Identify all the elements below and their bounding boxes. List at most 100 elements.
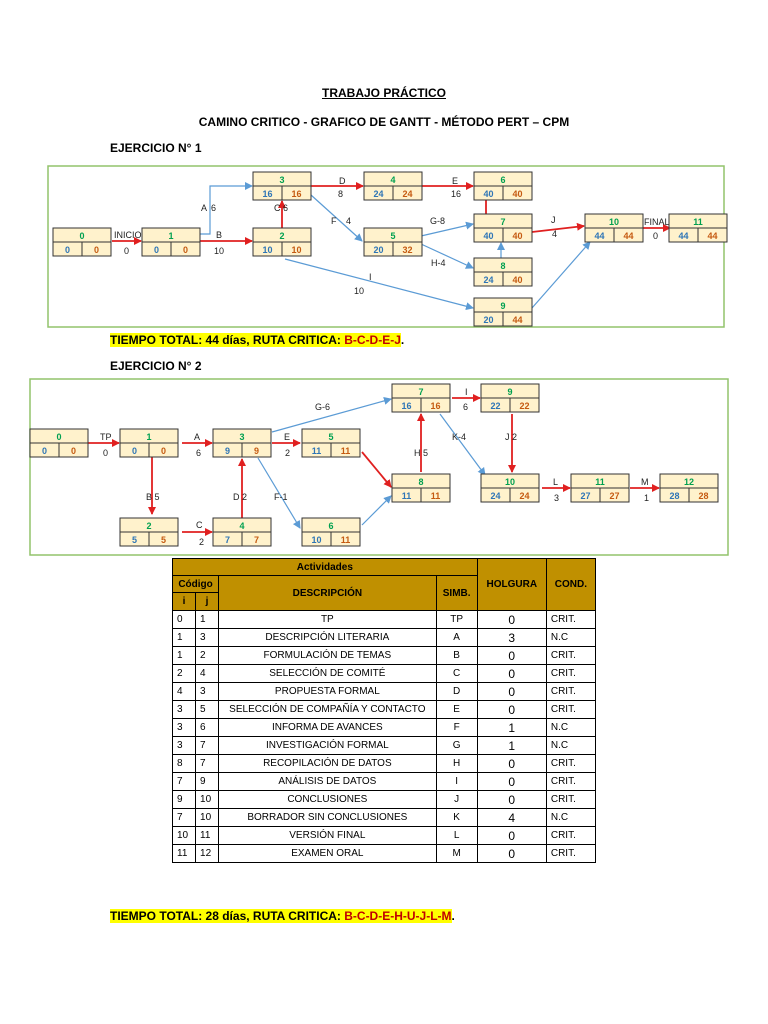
cell-simb: E bbox=[435, 700, 478, 719]
node-early-start: 44 bbox=[678, 231, 688, 241]
cell-simb: B bbox=[435, 646, 478, 665]
cell-descripcion: CONCLUSIONES bbox=[218, 790, 437, 809]
node-late-start: 11 bbox=[341, 535, 351, 545]
cell-simb: F bbox=[435, 718, 478, 737]
cell-i: 10 bbox=[171, 826, 197, 845]
cell-i: 7 bbox=[171, 772, 197, 791]
exercise-2-summary: TIEMPO TOTAL: 28 días, RUTA CRITICA: B-C… bbox=[110, 909, 455, 923]
node-late-start: 32 bbox=[402, 245, 412, 255]
node-late-start: 28 bbox=[698, 491, 708, 501]
cell-cond: CRIT. bbox=[545, 610, 597, 629]
exercise-2-edge-label: D 2 bbox=[233, 492, 247, 502]
cell-holgura: 0 bbox=[476, 790, 547, 809]
cell-descripcion: EXAMEN ORAL bbox=[218, 844, 437, 863]
cell-descripcion: FORMULACIÓN DE TEMAS bbox=[218, 646, 437, 665]
edge-i bbox=[284, 258, 474, 311]
exercise-2-edge-label: J 2 bbox=[505, 432, 517, 442]
node-id: 5 bbox=[328, 432, 333, 442]
cell-simb: H bbox=[435, 754, 478, 773]
exercise-1-edge-label: 6 bbox=[211, 203, 216, 213]
node-early-start: 10 bbox=[311, 535, 321, 545]
node-late-start: 40 bbox=[512, 275, 522, 285]
node-id: 1 bbox=[168, 231, 173, 241]
cell-cond: CRIT. bbox=[545, 664, 597, 683]
exercise-1-edge-label: FINAL bbox=[644, 217, 670, 227]
node-id: 11 bbox=[693, 217, 703, 227]
node-early-start: 10 bbox=[262, 245, 272, 255]
cell-i: 8 bbox=[171, 754, 197, 773]
cell-holgura: 4 bbox=[476, 808, 547, 827]
cell-holgura: 1 bbox=[476, 736, 547, 755]
node-late-start: 24 bbox=[402, 189, 412, 199]
cell-j: 3 bbox=[195, 628, 220, 647]
header-simb: SIMB. bbox=[435, 575, 478, 611]
cell-cond: CRIT. bbox=[545, 682, 597, 701]
cell-holgura: 0 bbox=[476, 844, 547, 863]
node-early-start: 24 bbox=[373, 189, 383, 199]
exercise-1-edge-label: B bbox=[216, 230, 222, 240]
exercise-2-edge-label: G-6 bbox=[315, 402, 330, 412]
header-j: j bbox=[195, 592, 220, 611]
cell-descripcion: ANÁLISIS DE DATOS bbox=[218, 772, 437, 791]
cell-cond: N.C bbox=[545, 736, 597, 755]
node-early-start: 11 bbox=[402, 491, 412, 501]
node-id: 7 bbox=[418, 387, 423, 397]
cell-j: 4 bbox=[195, 664, 220, 683]
node-late-start: 27 bbox=[609, 491, 619, 501]
exercise-1-edge-label: I bbox=[369, 272, 372, 282]
node-id: 6 bbox=[500, 175, 505, 185]
edge-5-8 bbox=[361, 451, 392, 488]
exercise-1-edge-label: 10 bbox=[214, 246, 224, 256]
edge-h bbox=[420, 243, 474, 269]
edge-a bbox=[200, 182, 253, 235]
cell-descripcion: TP bbox=[218, 610, 437, 629]
cell-cond: CRIT. bbox=[545, 772, 597, 791]
node-id: 3 bbox=[239, 432, 244, 442]
node-late-start: 7 bbox=[254, 535, 259, 545]
exercise-1-edge-label: INICIO bbox=[114, 230, 142, 240]
exercise-1-frame bbox=[47, 165, 725, 328]
cell-i: 9 bbox=[171, 790, 197, 809]
cell-j: 7 bbox=[195, 754, 220, 773]
node-id: 9 bbox=[507, 387, 512, 397]
cell-simb: D bbox=[435, 682, 478, 701]
cell-simb: M bbox=[435, 844, 478, 863]
cell-cond: CRIT. bbox=[545, 754, 597, 773]
node-late-start: 0 bbox=[71, 446, 76, 456]
exercise-2-edge-label: 3 bbox=[554, 493, 559, 503]
exercise-1-edge-label: 0 bbox=[124, 246, 129, 256]
cell-descripcion: DESCRIPCIÓN LITERARIA bbox=[218, 628, 437, 647]
cell-cond: N.C bbox=[545, 808, 597, 827]
exercise-2-edge-label: F-1 bbox=[274, 492, 288, 502]
node-late-start: 16 bbox=[430, 401, 440, 411]
cell-i: 3 bbox=[171, 736, 197, 755]
cell-simb: C bbox=[435, 664, 478, 683]
node-late-start: 10 bbox=[291, 245, 301, 255]
node-early-start: 16 bbox=[401, 401, 411, 411]
cell-j: 12 bbox=[195, 844, 220, 863]
exercise-2-edge-label: M bbox=[641, 477, 649, 487]
exercise-1-summary: TIEMPO TOTAL: 44 días, RUTA CRITICA: B-C… bbox=[110, 333, 405, 347]
node-late-start: 5 bbox=[161, 535, 166, 545]
node-late-start: 44 bbox=[623, 231, 633, 241]
cell-cond: N.C bbox=[545, 718, 597, 737]
cell-descripcion: BORRADOR SIN CONCLUSIONES bbox=[218, 808, 437, 827]
cell-holgura: 0 bbox=[476, 700, 547, 719]
exercise-2-edge-label: 2 bbox=[285, 448, 290, 458]
exercise-2-edge-label: B 5 bbox=[146, 492, 160, 502]
exercise-1-edge-label: 6 bbox=[283, 203, 288, 213]
node-early-start: 20 bbox=[373, 245, 383, 255]
node-early-start: 40 bbox=[483, 189, 493, 199]
